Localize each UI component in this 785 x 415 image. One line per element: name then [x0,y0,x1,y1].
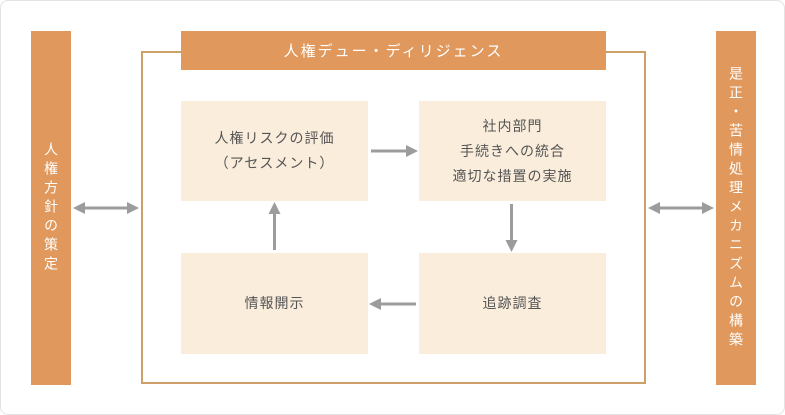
right-pillar-label: 是正・苦情処理メカニズムの構築 [728,65,744,351]
right-pillar-grievance: 是正・苦情処理メカニズムの構築 [716,31,756,385]
step-risk-assessment: 人権リスクの評価 （アセスメント） [181,101,368,201]
step-risk-assessment-label: 人権リスクの評価 （アセスメント） [214,130,335,171]
left-pillar-label: 人権方針の策定 [43,141,59,275]
step-information-disclosure: 情報開示 [181,253,368,354]
left-pillar-policy: 人権方針の策定 [31,31,71,385]
diagram-title: 人権デュー・ディリジェンス [283,43,504,60]
step-integration: 社内部門 手続きへの統合 適切な措置の実施 [419,101,606,201]
diagram-title-bar: 人権デュー・ディリジェンス [181,31,606,70]
step-tracking-survey: 追跡調査 [419,253,606,354]
step-integration-label: 社内部門 手続きへの統合 適切な措置の実施 [452,117,573,184]
step-tracking-survey-label: 追跡調査 [482,295,543,311]
step-information-disclosure-label: 情報開示 [244,295,305,311]
